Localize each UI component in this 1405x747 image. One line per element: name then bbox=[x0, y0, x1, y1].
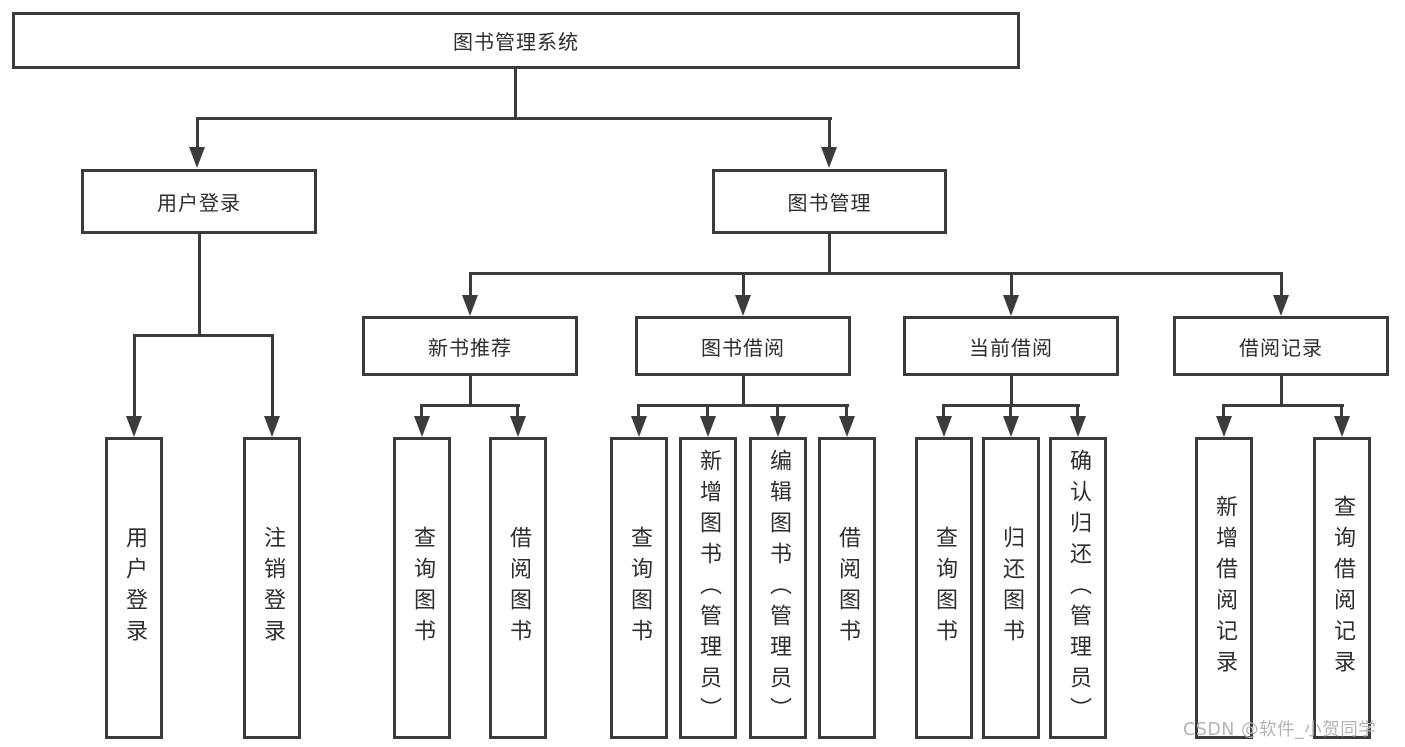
arrow-down-icon bbox=[1273, 295, 1289, 316]
arrow-down-icon bbox=[264, 416, 280, 437]
arrow-down-icon bbox=[126, 416, 142, 437]
leaf-current-query-label: 查询图书 bbox=[932, 526, 957, 650]
arrow-down-icon bbox=[1003, 416, 1019, 437]
connector-leaf-drop bbox=[845, 404, 848, 418]
leaf-borrow-borrow: 借阅图书 bbox=[818, 437, 876, 739]
connector-new-books-stem bbox=[469, 375, 472, 406]
arrow-down-icon bbox=[1070, 416, 1086, 437]
arrow-down-icon bbox=[414, 416, 430, 437]
connector-level3-rail bbox=[469, 272, 1283, 275]
connector-book-mgmt-drop bbox=[828, 117, 831, 149]
connector-level2-rail bbox=[196, 117, 832, 120]
leaf-current-return: 归还图书 bbox=[982, 437, 1040, 739]
node-current-borrow-label: 当前借阅 bbox=[969, 335, 1053, 360]
node-root-label: 图书管理系统 bbox=[453, 30, 579, 54]
connector-leaf-drop bbox=[420, 404, 423, 418]
arrow-down-icon bbox=[510, 416, 526, 437]
connector-root-stem bbox=[514, 69, 517, 118]
csdn-watermark: CSDN @软件_小贺同学 bbox=[1183, 720, 1377, 740]
arrow-down-icon bbox=[189, 147, 205, 168]
leaf-newbooks-borrow-label: 借阅图书 bbox=[506, 526, 531, 650]
leaf-logout-label: 注销登录 bbox=[260, 526, 285, 650]
connector-borrow-records-drop bbox=[1280, 272, 1283, 297]
node-book-mgmt: 图书管理 bbox=[712, 169, 947, 234]
leaf-newbooks-query: 查询图书 bbox=[393, 437, 451, 739]
leaf-newbooks-borrow: 借阅图书 bbox=[489, 437, 547, 739]
leaf-borrow-edit: 编辑图书（管理员） bbox=[749, 437, 807, 739]
arrow-down-icon bbox=[936, 416, 952, 437]
connector-leaf-drop bbox=[637, 404, 640, 418]
leaf-user-login: 用户登录 bbox=[105, 437, 163, 739]
leaf-borrow-borrow-label: 借阅图书 bbox=[835, 526, 860, 650]
leaf-borrow-query: 查询图书 bbox=[610, 437, 668, 739]
connector-leaf-drop bbox=[1340, 404, 1343, 418]
leaf-borrow-query-label: 查询图书 bbox=[627, 526, 652, 650]
leaf-user-login-label: 用户登录 bbox=[122, 526, 147, 650]
leaf-records-query: 查询借阅记录 bbox=[1313, 437, 1371, 739]
leaf-newbooks-query-label: 查询图书 bbox=[410, 526, 435, 650]
connector-user-login-drop bbox=[196, 117, 199, 149]
arrow-down-icon bbox=[631, 416, 647, 437]
connector-user-login-rail bbox=[133, 334, 274, 337]
connector-leaf-drop bbox=[1009, 404, 1012, 418]
node-new-books: 新书推荐 bbox=[362, 316, 578, 376]
connector-leaf-drop bbox=[942, 404, 945, 418]
connector-current-borrow-drop bbox=[1010, 272, 1013, 297]
connector-leaf-drop bbox=[706, 404, 709, 418]
node-borrow-records-label: 借阅记录 bbox=[1239, 335, 1323, 360]
arrow-down-icon bbox=[735, 295, 751, 316]
arrow-down-icon bbox=[1003, 295, 1019, 316]
leaf-records-query-label: 查询借阅记录 bbox=[1330, 495, 1355, 681]
connector-user-login-stem bbox=[198, 233, 201, 335]
connector-book-borrow-stem bbox=[742, 375, 745, 406]
leaf-current-confirm-label: 确认归还（管理员） bbox=[1066, 448, 1091, 728]
node-user-login: 用户登录 bbox=[81, 169, 317, 234]
leaf-borrow-add-label: 新增图书（管理员） bbox=[696, 448, 721, 728]
connector-leaf-drop bbox=[1076, 404, 1079, 418]
node-borrow-records: 借阅记录 bbox=[1173, 316, 1389, 376]
node-new-books-label: 新书推荐 bbox=[428, 335, 512, 360]
leaf-borrow-add: 新增图书（管理员） bbox=[679, 437, 737, 739]
leaf-logout: 注销登录 bbox=[243, 437, 301, 739]
node-user-login-label: 用户登录 bbox=[157, 191, 241, 215]
leaf-borrow-edit-label: 编辑图书（管理员） bbox=[766, 448, 791, 728]
node-book-borrow-label: 图书借阅 bbox=[701, 335, 785, 360]
leaf-current-confirm: 确认归还（管理员） bbox=[1049, 437, 1107, 739]
arrow-down-icon bbox=[839, 416, 855, 437]
node-current-borrow: 当前借阅 bbox=[903, 316, 1119, 376]
leaf-records-add: 新增借阅记录 bbox=[1195, 437, 1253, 739]
arrow-down-icon bbox=[770, 416, 786, 437]
connector-book-mgmt-stem bbox=[828, 233, 831, 274]
arrow-down-icon bbox=[1334, 416, 1350, 437]
arrow-down-icon bbox=[700, 416, 716, 437]
connector-new-books-rail bbox=[420, 404, 520, 407]
connector-new-books-drop bbox=[469, 272, 472, 297]
leaf-current-return-label: 归还图书 bbox=[999, 526, 1024, 650]
arrow-down-icon bbox=[821, 147, 837, 168]
leaf-current-query: 查询图书 bbox=[915, 437, 973, 739]
node-book-borrow: 图书借阅 bbox=[635, 316, 851, 376]
connector-leaf-drop bbox=[271, 334, 274, 417]
connector-leaf-drop bbox=[776, 404, 779, 418]
node-root: 图书管理系统 bbox=[12, 12, 1020, 69]
leaf-records-add-label: 新增借阅记录 bbox=[1212, 495, 1237, 681]
connector-book-borrow-rail bbox=[637, 404, 849, 407]
node-book-mgmt-label: 图书管理 bbox=[787, 191, 872, 215]
connector-leaf-drop bbox=[1222, 404, 1225, 418]
connector-book-borrow-drop bbox=[742, 272, 745, 297]
arrow-down-icon bbox=[462, 295, 478, 316]
connector-borrow-records-rail bbox=[1222, 404, 1344, 407]
arrow-down-icon bbox=[1216, 416, 1232, 437]
connector-current-borrow-stem bbox=[1010, 375, 1013, 406]
connector-borrow-records-stem bbox=[1280, 375, 1283, 406]
connector-leaf-drop bbox=[516, 404, 519, 418]
connector-leaf-drop bbox=[133, 334, 136, 417]
